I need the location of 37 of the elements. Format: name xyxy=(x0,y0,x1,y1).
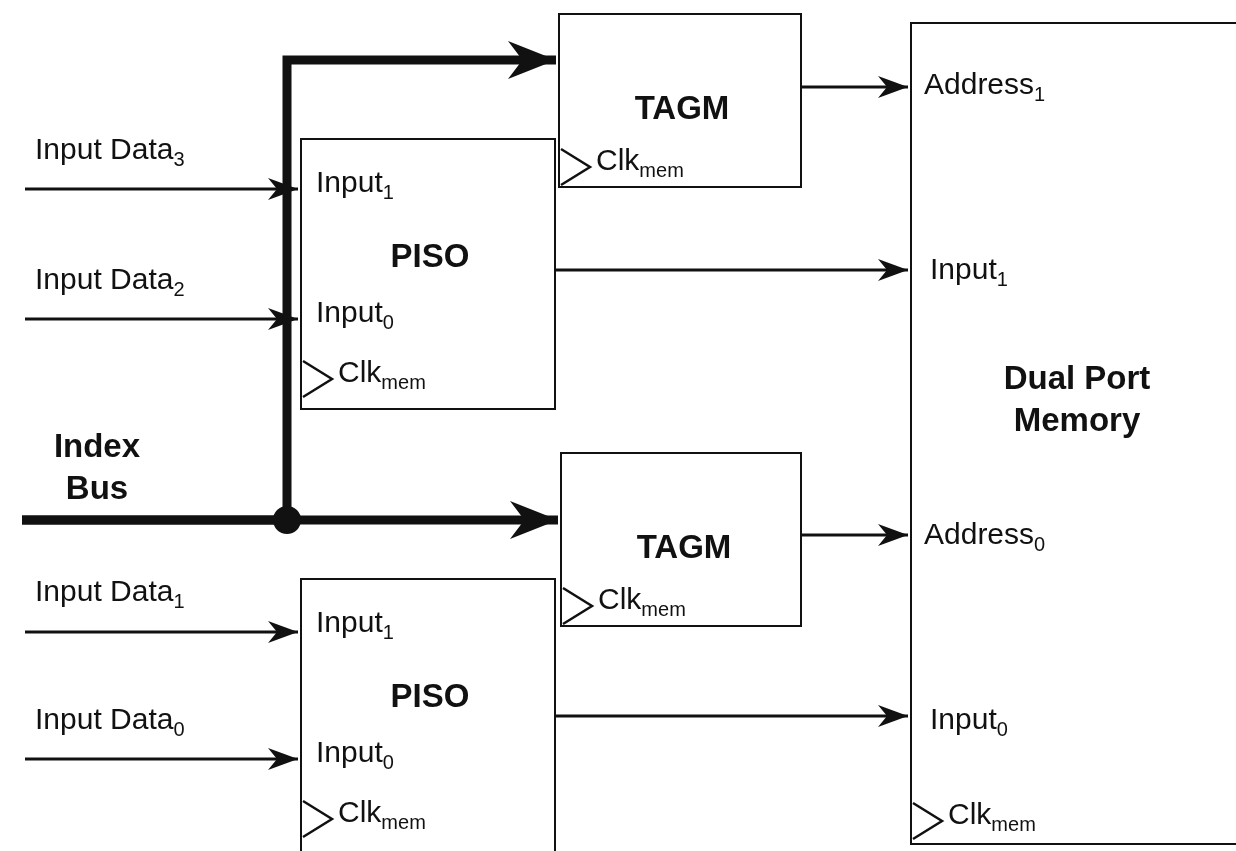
port-label: Address$_{1}$ xyxy=(924,67,1046,101)
piso-block xyxy=(300,578,556,851)
arrow xyxy=(556,259,908,281)
block-title: TAGM xyxy=(635,527,733,567)
arrow xyxy=(802,76,908,98)
port-label: Input$_{0}$ xyxy=(930,702,1008,736)
tagm-block xyxy=(560,452,802,627)
block-title: PISO xyxy=(389,676,471,716)
piso-block xyxy=(300,138,556,410)
port-label: Input$_{1}$ xyxy=(316,165,394,199)
arrow xyxy=(25,178,298,200)
arrow xyxy=(556,705,908,727)
arrow xyxy=(25,621,298,643)
block-title: Dual Port Memory xyxy=(1002,358,1152,440)
input-label: Input Data$_{0}$ xyxy=(35,702,185,736)
port-label: Input$_{0}$ xyxy=(316,295,394,329)
port-label: Clk$_{mem}$ xyxy=(338,795,426,829)
port-label: Clk$_{mem}$ xyxy=(598,582,686,616)
arrow xyxy=(802,524,908,546)
arrow xyxy=(25,748,298,770)
tagm-block xyxy=(558,13,802,188)
arrow xyxy=(25,308,298,330)
port-label: Clk$_{mem}$ xyxy=(338,355,426,389)
block-title: TAGM xyxy=(633,88,731,128)
bus-arrow xyxy=(22,501,558,539)
port-label: Address$_{0}$ xyxy=(924,517,1046,551)
port-label: Clk$_{mem}$ xyxy=(596,143,684,177)
port-label: Input$_{0}$ xyxy=(316,735,394,769)
port-label: Input$_{1}$ xyxy=(316,605,394,639)
port-label: Clk$_{mem}$ xyxy=(948,797,1036,831)
input-label: Input Data$_{1}$ xyxy=(35,574,185,608)
block-title: PISO xyxy=(389,236,471,276)
port-label: Input$_{1}$ xyxy=(930,252,1008,286)
memory-block xyxy=(910,22,1236,845)
input-label: Input Data$_{2}$ xyxy=(35,262,185,296)
bus-label: Index Bus xyxy=(52,426,142,508)
input-label: Input Data$_{3}$ xyxy=(35,132,185,166)
